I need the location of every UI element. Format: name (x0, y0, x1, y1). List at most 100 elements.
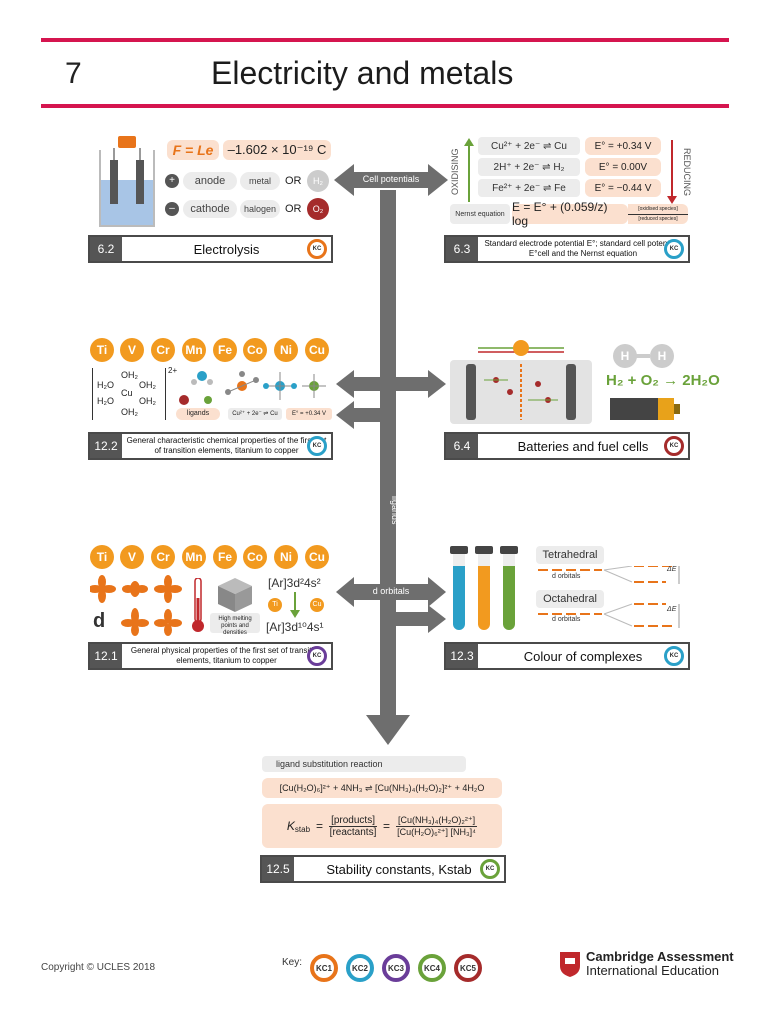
cu-config: [Ar]3d¹⁰4s¹ (266, 620, 324, 634)
kc4-badge-icon: KC4 (418, 954, 446, 982)
metal-label: metal (240, 172, 280, 190)
positive-icon: + (165, 174, 179, 188)
battery-icon (610, 398, 680, 420)
electrolysis-cell-icon (99, 136, 155, 227)
element-v-icon: V (120, 338, 144, 362)
section-number: 12.3 (446, 644, 478, 668)
equals-sign: = (382, 819, 390, 833)
kstab-symbol: K (286, 819, 295, 833)
nernst-numerator: [oxidised species] (628, 205, 688, 215)
reactants-label: [reactants] (329, 826, 377, 838)
ligand-atoms-icon (179, 395, 212, 405)
copyright: Copyright © UCLES 2018 (41, 962, 156, 973)
halogen-label: halogen (240, 200, 280, 218)
anode-label: anode (183, 172, 237, 190)
ti-bubble-icon: Ti (268, 598, 282, 612)
org-name: Cambridge Assessment (586, 949, 734, 964)
kc3-badge-icon: KC3 (382, 954, 410, 982)
complex-ion-structure: OH₂ H₂O OH₂ Cu H₂O OH₂ OH₂ (92, 368, 166, 420)
tetrahedral-levels-icon (538, 566, 680, 584)
section-12-3-bar[interactable]: 12.3 Colour of complexes KC (444, 642, 690, 670)
oxidising-label: OXIDISING (450, 148, 460, 196)
denominator: [Cu(H₂O)₆²⁺] [NH₃]⁴ (397, 826, 476, 837)
metal-cube-icon (218, 578, 252, 612)
potential-value-2: E° = 0.00V (585, 158, 661, 176)
section-number: 6.4 (446, 434, 478, 458)
negative-icon: – (165, 202, 179, 216)
section-title: Standard electrode potential E°; standar… (484, 239, 682, 258)
key-label: Key: (282, 957, 303, 968)
element-cr-icon: Cr (151, 338, 175, 362)
reducing-arrow-icon (667, 140, 677, 204)
cambridge-shield-icon (560, 952, 580, 977)
arrowhead-right-icon (428, 370, 446, 398)
bond-icon (636, 354, 650, 358)
section-number: 6.3 (446, 237, 478, 261)
section-6-3-bar[interactable]: 6.3 Standard electrode potential E°; sta… (444, 235, 690, 263)
section-title: Colour of complexes (523, 648, 643, 664)
element-ni-icon: Ni (274, 338, 298, 362)
redox-row-3: Fe²⁺ + 2e⁻ ⇌ Fe (478, 179, 580, 197)
octahedral-label: Octahedral (536, 590, 604, 608)
down-arrowhead (366, 715, 410, 745)
nernst-equation: E = E° + (0.059/z) log (512, 200, 628, 228)
ligand-substitution-label: ligand substitution reaction (262, 756, 466, 772)
delta-e-label: ΔE (667, 566, 677, 573)
section-title: Electrolysis (193, 241, 260, 257)
section-number: 12.5 (262, 857, 294, 881)
section-12-1-bar[interactable]: 12.1 General physical properties of the … (88, 642, 333, 670)
potential-value-3: E° = −0.44 V (585, 179, 661, 197)
fuel-cell-equation: H₂ + O₂ → 2H₂O (606, 372, 720, 389)
arrowhead-left-icon (336, 370, 354, 398)
section-title: Batteries and fuel cells (517, 438, 649, 454)
test-tubes-icon (450, 546, 518, 630)
d-label: d (93, 610, 106, 632)
kstab-expression: K stab = [products] [reactants] = [Cu(NH… (262, 804, 502, 848)
section-number: 6.2 (90, 237, 122, 261)
element-fe-icon: Fe (213, 545, 237, 569)
cu-bubble-icon: Cu (310, 598, 324, 612)
cu-potential: E° = +0.34 V (286, 408, 332, 420)
nernst-fraction: [oxidised species] [reduced species] (628, 204, 688, 224)
equals-sign: = (316, 819, 324, 833)
concentration-ratio: [Cu(NH₃)₄(H₂O)₂²⁺] [Cu(H₂O)₆²⁺] [NH₃]⁴ (396, 814, 478, 838)
oxidising-arrow-icon (464, 138, 474, 202)
section-title: Stability constants, Kstab (326, 861, 472, 877)
element-ni-icon: Ni (274, 545, 298, 569)
kstab-subscript: stab (294, 824, 311, 834)
kc-badge-icon: KC (664, 646, 684, 666)
section-6-4-bar[interactable]: 6.4 Batteries and fuel cells KC (444, 432, 690, 460)
ligand-label: OH₂ (139, 396, 156, 406)
elementary-charge: –1.602 × 10⁻¹⁹ C (223, 140, 331, 160)
element-mn-icon: Mn (182, 545, 206, 569)
arrowhead-right-icon (428, 605, 446, 633)
ti-config: [Ar]3d²4s² (268, 576, 321, 590)
cu-half-equation: Cu²⁺ + 2e⁻ ⇌ Cu (228, 408, 282, 420)
melting-points-tag: High melting points and densities (210, 613, 260, 636)
arrowhead-right-icon (428, 164, 448, 196)
ligands-tag: ligands (176, 408, 220, 420)
arrowhead-left-icon (334, 164, 354, 196)
substitution-reaction: [Cu(H₂O)₆]²⁺ + 4NH₃ ⇌ [Cu(NH₃)₄(H₂O)₂]²⁺… (262, 778, 502, 798)
redox-row-1: Cu²⁺ + 2e⁻ ⇌ Cu (478, 137, 580, 155)
kc-badge-icon: KC (664, 239, 684, 259)
hydrogen-icon: H₂ (307, 170, 329, 192)
section-12-5-bar[interactable]: 12.5 Stability constants, Kstab KC (260, 855, 506, 883)
header-bottom-rule (41, 104, 729, 108)
arrowhead-left-icon (336, 577, 354, 607)
section-12-2-bar[interactable]: 12.2 General characteristic chemical pro… (88, 432, 333, 460)
numerator: [Cu(NH₃)₄(H₂O)₂²⁺] (396, 814, 478, 827)
nernst-label: Nernst equation (450, 204, 510, 224)
or-label: OR (285, 203, 302, 215)
cathode-label: cathode (183, 200, 237, 218)
header-top-rule (41, 38, 729, 42)
chem-arrow-2 (352, 408, 388, 422)
d-orbitals-label: d orbitals (552, 616, 581, 623)
element-co-icon: Co (243, 545, 267, 569)
metal-center-label: Cu (121, 388, 133, 398)
d-orbital-shapes-icon (90, 575, 182, 636)
chapter-number: 7 (65, 57, 82, 90)
section-6-2-bar[interactable]: 6.2 Electrolysis KC (88, 235, 333, 263)
oxygen-icon: O₂ (307, 198, 329, 220)
ligands-label: ligands (390, 495, 400, 525)
